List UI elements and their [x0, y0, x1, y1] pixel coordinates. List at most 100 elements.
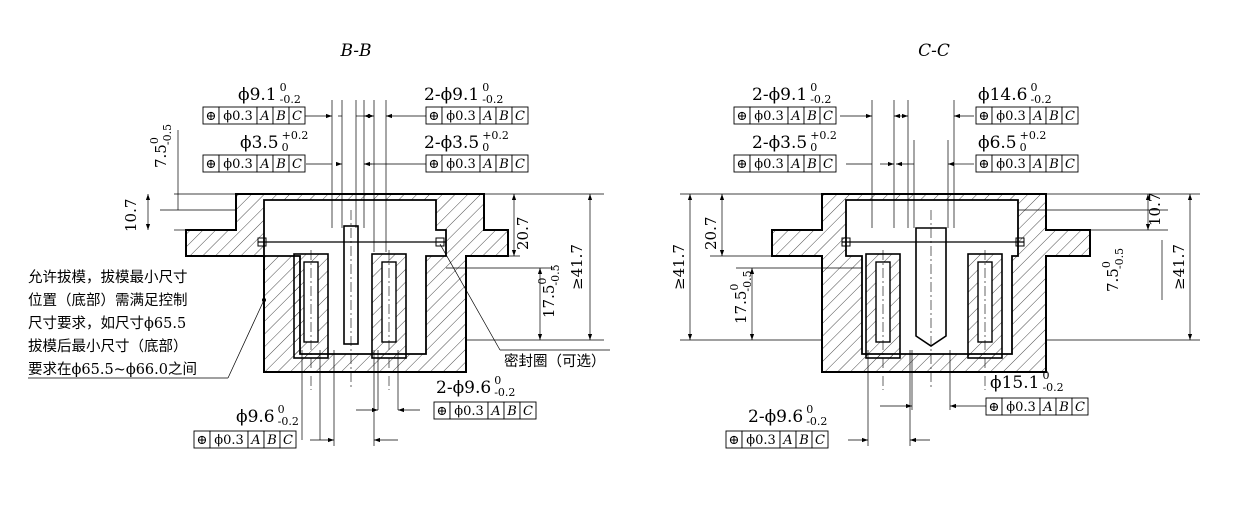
fcf-datum-a: A	[490, 404, 500, 419]
bb-draft-note: 允许拔模，拔模最小尺寸 位置（底部）需满足控制 尺寸要求，如尺寸ϕ65.5 拔模…	[28, 269, 197, 378]
fcf-position-icon: ⊕	[429, 109, 440, 124]
fcf-datum-b: B	[806, 157, 817, 172]
dim-upper-tol: +0.2	[482, 129, 509, 142]
fcf-datum-b: B	[1058, 400, 1069, 415]
view-bb: B-B	[28, 41, 610, 449]
dim-value: ϕ9.6	[236, 407, 275, 427]
dim-upper-tol: +0.2	[810, 129, 837, 142]
svg-text:ϕ15.1: ϕ15.1	[990, 373, 1039, 393]
fcf-datum-a: A	[1032, 157, 1042, 172]
dim-value: ϕ9.6	[453, 378, 492, 398]
fcf-datum-c: C	[523, 404, 533, 419]
fcf-datum-c: C	[283, 433, 293, 448]
fcf-position-icon: ⊕	[197, 433, 208, 448]
bb-dim-41-7: ≥41.7	[568, 244, 586, 290]
fcf-datum-c: C	[292, 157, 302, 172]
dim-upper-tol: 0	[810, 81, 817, 94]
dim-lower-tol: -0.2	[806, 415, 827, 428]
fcf-datum-b: B	[266, 433, 277, 448]
fcf-datum-b: B	[1048, 157, 1059, 172]
fcf-tolerance: ϕ0.3	[996, 157, 1026, 172]
fcf-datum-b: B	[798, 433, 809, 448]
fcf-datum-a: A	[259, 157, 269, 172]
svg-text:2-ϕ9.1: 2-ϕ9.1	[424, 85, 479, 105]
fcf-datum-c: C	[815, 433, 825, 448]
bb-dim-20-7: 20.7	[514, 217, 532, 250]
fcf-datum-c: C	[515, 157, 525, 172]
cc-dim-7-5: 7.50-0.5	[1100, 248, 1126, 292]
fcf-datum-a: A	[782, 433, 792, 448]
bb-section-body	[185, 193, 509, 390]
fcf-tolerance: ϕ0.3	[223, 157, 253, 172]
cc-seal-left	[841, 237, 851, 247]
fcf-position-icon: ⊕	[206, 157, 217, 172]
dim-upper-tol: 0	[1042, 369, 1049, 382]
fcf-tolerance: ϕ0.3	[1006, 400, 1036, 415]
fcf-datum-c: C	[292, 109, 302, 124]
dim-upper-tol: 0	[278, 403, 285, 416]
fcf-datum-b: B	[275, 109, 286, 124]
dim-prefix: 2-	[752, 85, 769, 105]
svg-text:2-ϕ3.5: 2-ϕ3.5	[424, 133, 479, 153]
fcf-datum-a: A	[259, 109, 269, 124]
dim-lower-tol: -0.2	[278, 415, 299, 428]
fcf-tolerance: ϕ0.3	[446, 109, 476, 124]
dim-value: ϕ6.5	[978, 133, 1017, 153]
bb-dim-7-5: 7.50-0.5	[148, 124, 174, 168]
fcf-datum-c: C	[823, 109, 833, 124]
dim-prefix: 2-	[752, 133, 769, 153]
dim-lower-tol: -0.2	[1030, 93, 1051, 106]
dim-prefix: 2-	[436, 378, 453, 398]
fcf-datum-b: B	[1048, 109, 1059, 124]
bb-note-leader-dot	[262, 298, 266, 302]
bb-dimension-lines	[28, 100, 610, 446]
dim-lower-tol: 0	[482, 141, 489, 154]
dim-value: ϕ9.1	[238, 85, 277, 105]
fcf-datum-c: C	[515, 109, 525, 124]
dim-upper-tol: +0.2	[1020, 129, 1047, 142]
fcf-tolerance: ϕ0.3	[454, 404, 484, 419]
fcf-tolerance: ϕ0.3	[214, 433, 244, 448]
fcf-datum-b: B	[498, 157, 509, 172]
bb-dim-17-5: 17.50-0.5	[536, 264, 562, 318]
fcf-datum-c: C	[1065, 109, 1075, 124]
cc-seal-right	[1015, 237, 1025, 247]
fcf-datum-a: A	[250, 433, 260, 448]
dim-value: ϕ14.6	[978, 85, 1027, 105]
dim-value: ϕ9.1	[441, 85, 480, 105]
dim-prefix: 2-	[424, 85, 441, 105]
fcf-tolerance: ϕ0.3	[996, 109, 1026, 124]
svg-text:ϕ14.6: ϕ14.6	[978, 85, 1027, 105]
fcf-datum-c: C	[823, 157, 833, 172]
cc-dimension-lines	[680, 100, 1200, 446]
fcf-position-icon: ⊕	[737, 157, 748, 172]
dim-lower-tol: -0.2	[280, 93, 301, 106]
fcf-datum-a: A	[790, 157, 800, 172]
dim-upper-tol: 0	[280, 81, 287, 94]
fcf-tolerance: ϕ0.3	[446, 157, 476, 172]
dim-upper-tol: 0	[806, 403, 813, 416]
fcf-position-icon: ⊕	[979, 157, 990, 172]
svg-text:2-ϕ3.5: 2-ϕ3.5	[752, 133, 807, 153]
bb-dim-mid-right: 2-ϕ3.5+0.20	[424, 129, 509, 154]
cc-dim-41-7-left: ≥41.7	[670, 244, 688, 290]
fcf-position-icon: ⊕	[737, 109, 748, 124]
bb-dim-mid-left: ϕ3.5+0.20	[240, 129, 308, 154]
svg-text:2-ϕ9.6: 2-ϕ9.6	[748, 407, 803, 427]
bb-dim-10-7: 10.7	[122, 199, 140, 232]
fcf-datum-a: A	[482, 157, 492, 172]
